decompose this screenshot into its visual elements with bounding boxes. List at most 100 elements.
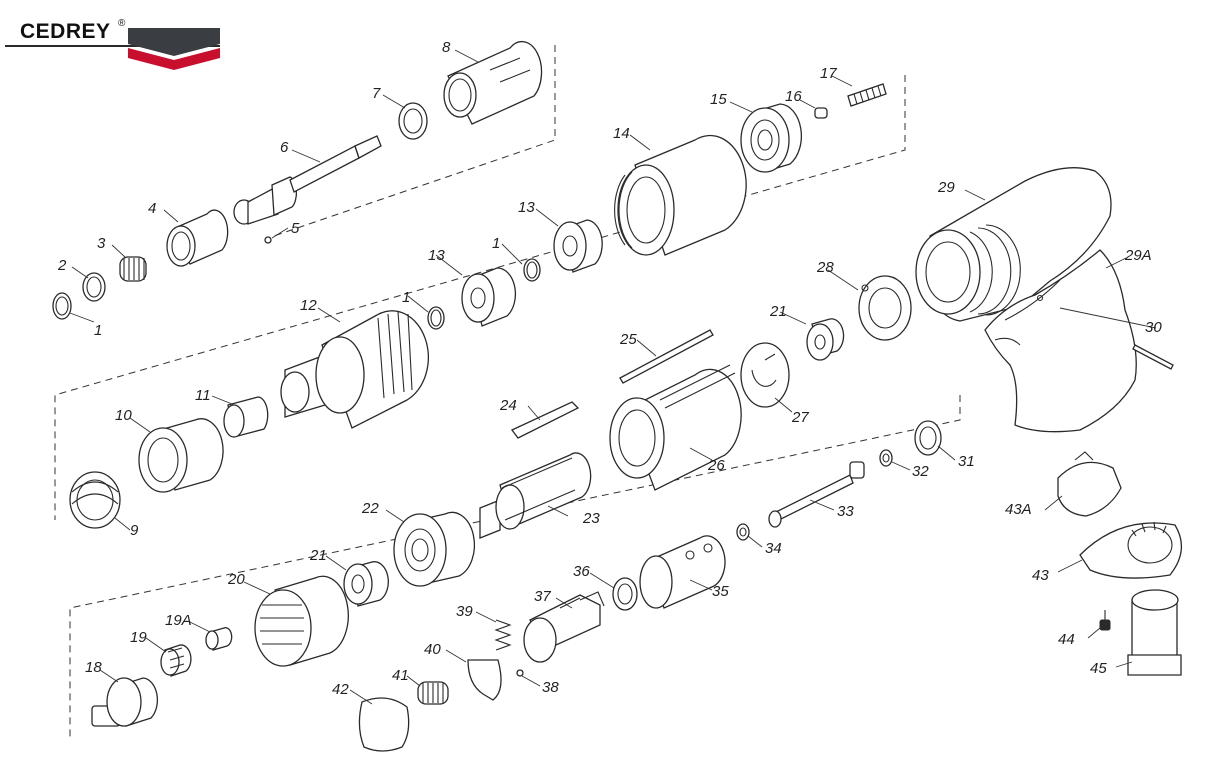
label-35: 35 [712,583,729,600]
label-13-upper: 13 [518,199,535,216]
label-27: 27 [791,409,809,426]
label-42: 42 [332,681,349,698]
registered-mark: ® [118,18,126,29]
part-14-ring-gear-housing [614,134,747,256]
label-29: 29 [937,179,955,196]
label-12: 12 [300,297,317,314]
part-27-rear-plate [740,342,790,408]
label-41: 41 [392,667,409,684]
label-1-upper: 1 [492,235,500,252]
label-10: 10 [115,407,132,424]
part-1-ring-upper [523,258,541,282]
label-32: 32 [912,463,929,480]
part-1-retaining-ring [52,292,72,320]
label-9: 9 [130,522,139,539]
label-1-middle: 1 [402,289,410,306]
label-29a: 29A [1124,247,1152,264]
label-15: 15 [710,91,727,108]
part-7-washer [398,102,428,140]
label-3: 3 [97,235,106,252]
group-boundaries [54,45,961,738]
label-13-lower: 13 [428,247,445,264]
label-23: 23 [582,510,600,527]
leader-lines [69,49,1157,705]
brand-name: CEDREY [20,20,111,43]
part-19-needle-bearing [160,644,192,677]
label-22: 22 [361,500,379,517]
part-11-bushing [223,396,269,438]
part-21-bearing-lower [343,561,389,607]
part-labels: 1 2 3 4 5 6 7 8 9 10 11 12 13 1 13 14 15… [57,39,1162,698]
part-1-ring-lower [427,306,445,330]
part-20-cylinder-cover [254,575,349,667]
part-37-reverse-valve [523,591,605,663]
part-22-end-plate [393,511,476,587]
label-36: 36 [573,563,590,580]
label-33: 33 [837,503,854,520]
label-16: 16 [785,88,802,105]
part-28-gasket [858,275,912,341]
part-8-sleeve [443,41,543,125]
part-43a-cover [1057,451,1122,517]
label-25: 25 [619,331,637,348]
cedrey-logo-mark [5,28,220,70]
label-18: 18 [85,659,102,676]
part-38-pin [516,669,524,677]
label-30: 30 [1145,319,1162,336]
label-34: 34 [765,540,782,557]
part-23-rotor [479,452,592,539]
part-24-blade [510,401,580,439]
part-10-nut [138,418,224,493]
part-29-housing [915,167,1112,322]
part-26-cylinder [609,364,742,491]
part-21-bearing-upper [806,318,845,361]
part-42-trigger [358,697,410,752]
label-5: 5 [291,220,300,237]
label-14: 14 [613,125,630,142]
part-3-spring [119,256,147,282]
part-29a-handle [984,249,1137,433]
part-34-washer [736,523,750,541]
part-18-anvil-spindle [91,677,159,727]
part-12-gear-housing [280,310,429,429]
label-28: 28 [816,259,834,276]
label-43a: 43A [1005,501,1032,518]
label-26: 26 [707,457,725,474]
part-9-spring [69,471,121,529]
part-25-pin [619,329,714,384]
part-4-collar [166,209,229,267]
part-19a-bushing [205,627,233,651]
label-24: 24 [499,397,517,414]
part-6-spindle [233,135,382,225]
label-21-lower: 21 [309,547,327,564]
part-32-washer [879,449,893,467]
label-4: 4 [148,200,156,217]
part-35-reverse-bushing [639,535,726,609]
part-39-spring [494,619,512,651]
label-21-upper: 21 [769,303,787,320]
label-39: 39 [456,603,473,620]
part-13-bearing-cap-lower [461,267,517,327]
part-15-bearing [740,103,802,173]
label-20: 20 [227,571,245,588]
part-16-pin [814,107,828,119]
part-13-bearing-cap-upper [553,219,603,273]
part-2-washer [82,272,106,302]
part-33-valve-stem [768,461,865,528]
label-11: 11 [195,387,211,404]
part-43-regulator [1079,521,1182,579]
label-44: 44 [1058,631,1075,648]
label-40: 40 [424,641,441,658]
cedrey-logo: CEDREY ® [0,0,225,72]
label-17: 17 [820,65,837,82]
label-2: 2 [57,257,67,274]
label-19: 19 [130,629,147,646]
part-40-trigger-plate [467,659,502,701]
label-1: 1 [94,322,102,339]
label-43: 43 [1032,567,1049,584]
part-17-spring [847,83,887,107]
label-38: 38 [542,679,559,696]
part-44-screw [1099,610,1111,631]
part-41-spring [417,681,449,705]
